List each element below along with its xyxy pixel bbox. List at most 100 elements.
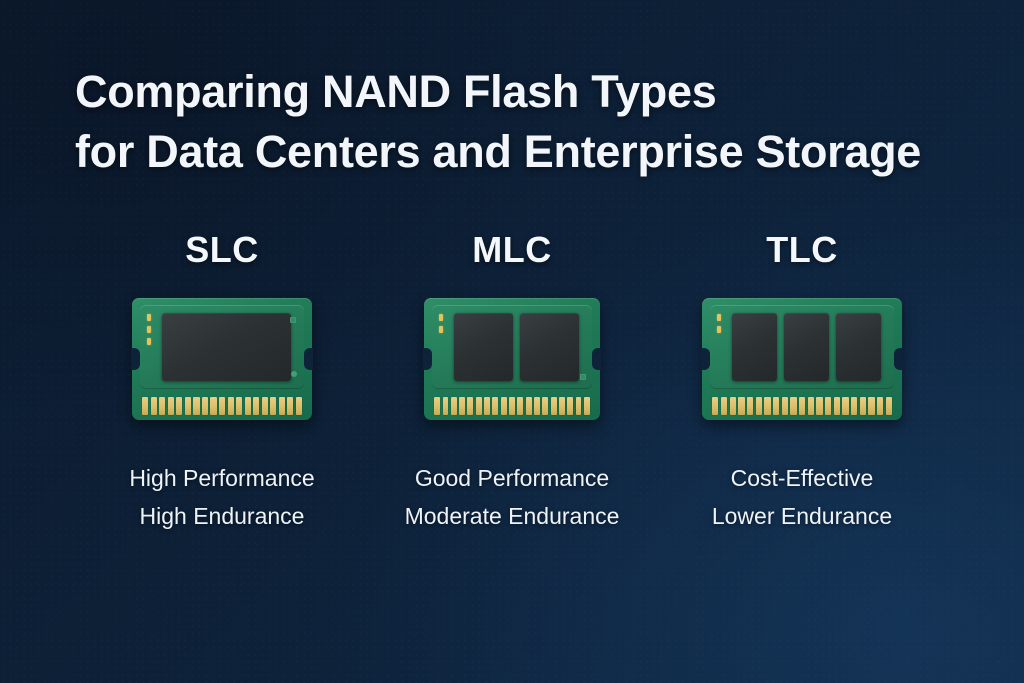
contact-pin-icon [218,397,226,415]
column-label-tlc: TLC [766,229,838,270]
contact-pin-icon [798,397,806,415]
contact-pin-icon [558,397,565,415]
contact-pin-icon [833,397,840,415]
module-wrap-mlc [423,297,601,421]
contact-pin-icon [287,397,294,415]
contact-pin-icon [712,397,719,415]
page-title: Comparing NAND Flash Types for Data Cent… [75,62,1005,182]
contact-pin-icon [533,397,540,415]
column-mlc: MLC [367,228,657,535]
column-label-slc: SLC [185,229,259,270]
flash-chip-icon [836,313,881,381]
contact-pin-icon [253,397,260,415]
column-slc: SLC [77,228,367,535]
contact-pin-icon [885,397,892,415]
notch-right-icon [894,348,903,370]
caption-line-2: Moderate Endurance [404,503,620,529]
contact-pin-icon [816,397,823,415]
caption-line-1: Cost-Effective [730,465,874,491]
contact-pin-icon [824,397,832,415]
contact-pin-icon [475,397,482,415]
contact-pin-icon [150,397,157,415]
flash-chips-mlc [454,313,579,381]
contact-pin-icon [567,397,574,415]
indicator-dot-icon [439,326,443,333]
notch-right-icon [592,348,601,370]
notch-left-icon [423,348,432,370]
caption-tlc: Cost-Effective Lower Endurance [712,459,892,535]
module-wrap-slc [131,297,313,421]
contact-pin-icon [159,397,166,415]
contact-pin-icon [575,397,582,415]
flash-chip-icon [732,313,777,381]
contact-pin-icon [184,397,191,415]
contact-pin-icon [842,397,849,415]
memory-module-icon-slc [131,298,313,420]
contact-pin-icon [876,397,884,415]
indicator-dot-icon [717,314,721,321]
contact-pin-icon [583,397,590,415]
module-wrap-tlc [701,297,903,421]
caption-line-1: High Performance [129,465,315,491]
notch-left-icon [701,348,710,370]
contact-pin-icon [746,397,754,415]
contact-pin-icon [492,397,499,415]
contact-pin-icon [295,397,302,415]
contact-pin-icon [781,397,788,415]
contact-pin-icon [850,397,858,415]
contact-pin-icon [270,397,277,415]
module-board-slc [140,305,304,389]
column-label-mlc: MLC [472,229,552,270]
flash-chip-icon [784,313,829,381]
contact-pin-icon [738,397,745,415]
contact-pin-icon [236,397,243,415]
contact-pin-icon [859,397,866,415]
contact-pin-icon [807,397,814,415]
contact-pin-icon [509,397,515,415]
contact-pin-icon [729,397,736,415]
contact-pin-icon [868,397,875,415]
contact-pins-mlc [433,397,591,415]
memory-module-icon-tlc [701,298,903,420]
contact-pin-icon [278,397,285,415]
contact-pin-icon [442,397,449,415]
contact-pin-icon [193,397,200,415]
contact-pin-icon [459,397,466,415]
column-tlc: TLC [657,228,947,535]
contact-pin-icon [517,397,524,415]
smd-square-icon [290,317,296,323]
contact-pin-icon [484,397,490,415]
caption-line-1: Good Performance [414,465,610,491]
notch-right-icon [304,348,313,370]
indicator-dot-icon [717,326,721,333]
title-line-1: Comparing NAND Flash Types [75,66,717,117]
flash-chip-icon [162,313,291,381]
contact-pin-icon [244,397,251,415]
module-board-tlc [710,305,894,389]
comparison-columns: SLC [0,228,1024,535]
indicator-dots-tlc [717,314,721,333]
module-board-mlc [432,305,592,389]
contact-pins-slc [141,397,303,415]
contact-pin-icon [201,397,209,415]
contact-pin-icon [720,397,728,415]
smd-circle-icon [291,371,297,377]
contact-pin-icon [142,397,149,415]
contact-pin-icon [772,397,780,415]
contact-pin-icon [500,397,507,415]
contact-pin-icon [525,397,532,415]
contact-pin-icon [434,397,441,415]
contact-pin-icon [755,397,762,415]
indicator-dot-icon [147,338,151,345]
title-line-2: for Data Centers and Enterprise Storage [75,126,922,177]
smd-square-icon [580,374,586,380]
contact-pin-icon [176,397,183,415]
notch-left-icon [131,348,140,370]
caption-line-2: Lower Endurance [711,503,893,529]
indicator-dot-icon [147,314,151,321]
contact-pin-icon [764,397,771,415]
contact-pin-icon [210,397,217,415]
caption-line-2: High Endurance [139,503,305,529]
indicator-dots-slc [147,314,151,345]
memory-module-icon-mlc [423,298,601,420]
